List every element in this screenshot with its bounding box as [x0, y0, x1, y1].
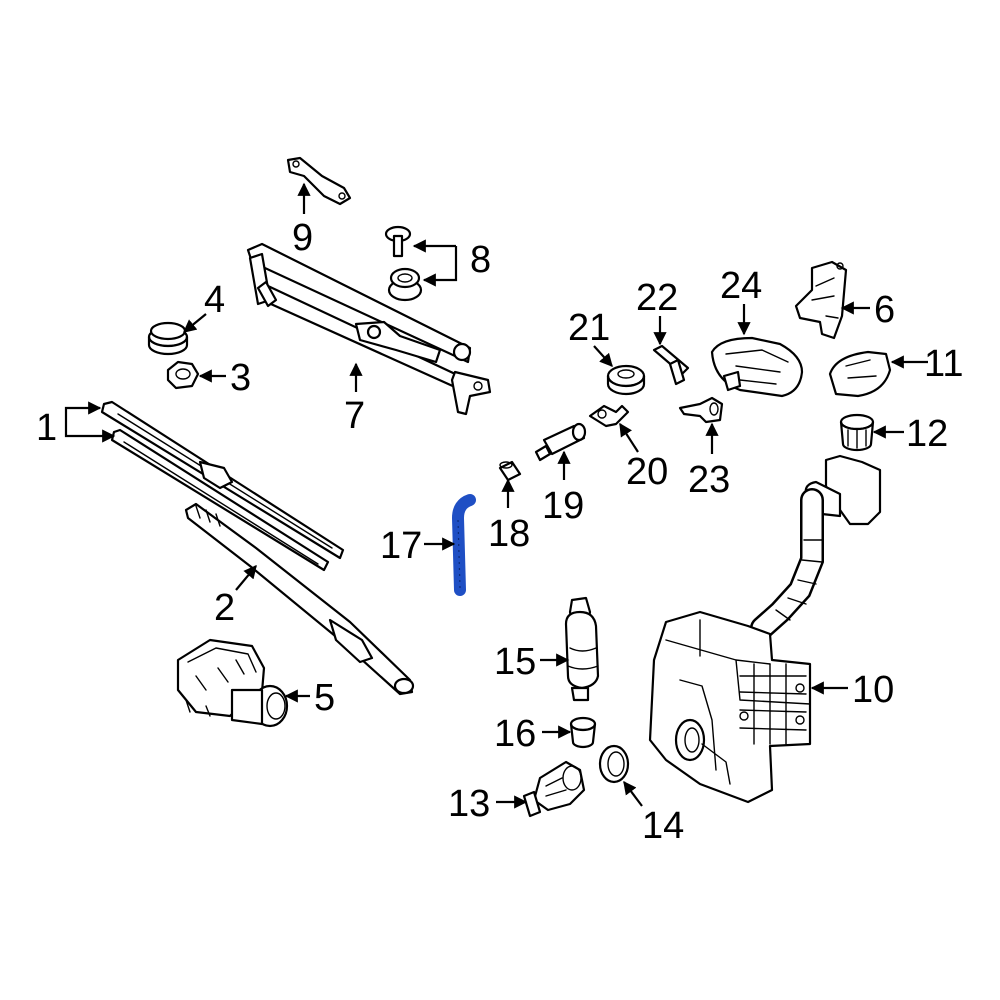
callout-23: 23 [688, 459, 730, 501]
callout-17: 17 [380, 525, 422, 567]
callout-14: 14 [642, 805, 684, 847]
filter-part-12[interactable] [839, 413, 875, 452]
callout-13: 13 [448, 783, 490, 825]
cap-part-4[interactable] [147, 321, 189, 356]
callout-7: 7 [344, 395, 365, 437]
callout-21: 21 [568, 307, 610, 349]
wiper-motor-part-5[interactable] [176, 638, 289, 728]
callout-5: 5 [314, 677, 335, 719]
nozzle-part-19[interactable] [534, 422, 587, 462]
callout-9: 9 [292, 217, 313, 259]
grommet-part-8[interactable] [387, 267, 423, 302]
callout-6: 6 [874, 289, 895, 331]
grommet-part-21[interactable] [606, 364, 646, 396]
washer-pump-part-13[interactable] [522, 760, 586, 818]
callout-2: 2 [214, 587, 235, 629]
callout-15: 15 [494, 641, 536, 683]
t-connector-part-22[interactable] [652, 344, 690, 386]
callout-3: 3 [230, 357, 251, 399]
grommet-part-16[interactable] [569, 716, 597, 749]
callout-labels: 1 2 3 4 5 6 7 8 9 10 11 12 13 14 15 16 1… [36, 217, 963, 847]
washer-pump-part-15[interactable] [564, 596, 600, 702]
callout-10: 10 [852, 669, 894, 711]
callout-1: 1 [36, 407, 57, 449]
nut-part-3[interactable] [166, 360, 200, 390]
leader-lines [64, 182, 928, 809]
wiper-linkage-part-7[interactable] [246, 242, 492, 416]
callout-12: 12 [906, 413, 948, 455]
callout-16: 16 [494, 713, 536, 755]
callout-24: 24 [720, 265, 762, 307]
filler-cap-part-11[interactable] [828, 350, 892, 398]
washer-hose-part-17[interactable] [451, 494, 476, 596]
seal-ring-part-14[interactable] [598, 744, 630, 784]
connector-part-18[interactable] [498, 460, 522, 482]
bolt-part-8[interactable] [384, 225, 412, 258]
callout-18: 18 [488, 513, 530, 555]
callout-11: 11 [924, 343, 963, 385]
callout-4: 4 [204, 279, 225, 321]
bracket-part-9[interactable] [286, 156, 352, 206]
callout-22: 22 [636, 277, 678, 319]
wiper-arm-part-2[interactable] [184, 502, 415, 696]
washer-reservoir-part-10[interactable] [648, 454, 882, 804]
callout-19: 19 [542, 485, 584, 527]
fitting-part-20[interactable] [588, 404, 630, 428]
callout-8: 8 [470, 239, 491, 281]
bracket-part-6[interactable] [794, 260, 848, 340]
callout-20: 20 [626, 451, 668, 493]
check-valve-part-23[interactable] [678, 396, 724, 424]
cover-part-24[interactable] [710, 336, 804, 398]
